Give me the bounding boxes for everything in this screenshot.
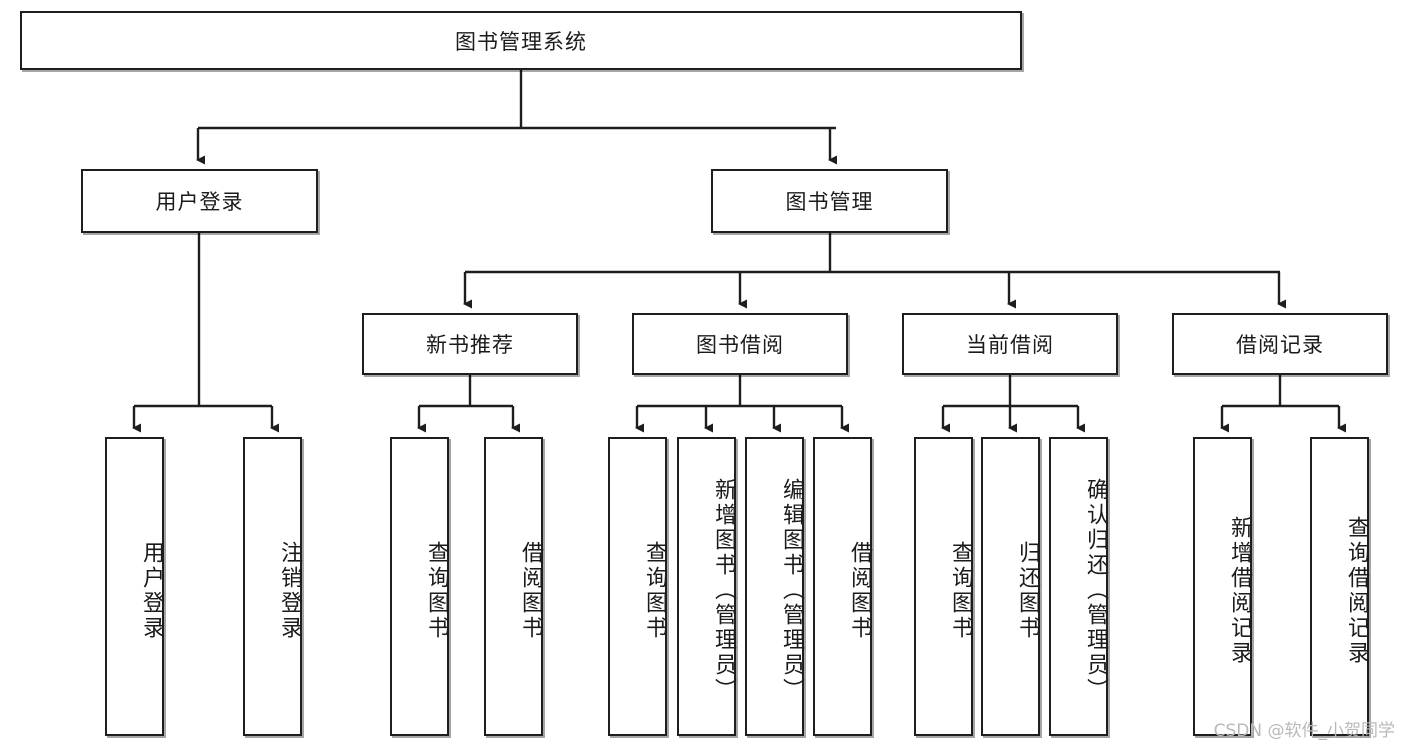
node-leaf-cur-confirm[interactable]: 确认归还（管理员） — [1049, 437, 1108, 736]
leaf-label: 查询图书 — [948, 540, 973, 641]
leaf-label: 借阅图书 — [847, 540, 872, 641]
node-leaf-rec-query2[interactable]: 查询借阅记录 — [1310, 437, 1369, 736]
node-borrow-record[interactable]: 借阅记录 — [1172, 313, 1388, 375]
node-leaf-rec-add[interactable]: 新增借阅记录 — [1193, 437, 1252, 736]
node-leaf-borrow-query[interactable]: 查询图书 — [608, 437, 667, 736]
node-leaf-borrow-edit[interactable]: 编辑图书（管理员） — [745, 437, 804, 736]
node-current-borrow[interactable]: 当前借阅 — [902, 313, 1118, 375]
node-book-borrow[interactable]: 图书借阅 — [632, 313, 848, 375]
leaf-label: 新增图书（管理员） — [711, 478, 736, 703]
leaf-label: 查询图书 — [642, 540, 667, 641]
leaf-label: 确认归还（管理员） — [1083, 478, 1108, 703]
node-leaf-user-login[interactable]: 用户登录 — [105, 437, 164, 736]
node-root[interactable]: 图书管理系统 — [20, 11, 1022, 70]
leaf-label: 借阅图书 — [518, 540, 543, 641]
node-new-book-rec[interactable]: 新书推荐 — [362, 313, 578, 375]
node-leaf-user-logout[interactable]: 注销登录 — [243, 437, 302, 736]
leaf-label: 查询借阅记录 — [1344, 515, 1369, 666]
watermark-text: CSDN @软件_小贺同学 — [1213, 721, 1395, 741]
leaf-label: 编辑图书（管理员） — [779, 478, 804, 703]
node-book-manage[interactable]: 图书管理 — [711, 169, 948, 233]
node-leaf-cur-return[interactable]: 归还图书 — [981, 437, 1040, 736]
node-leaf-rec-query[interactable]: 查询图书 — [390, 437, 449, 736]
leaf-label: 查询图书 — [424, 540, 449, 641]
leaf-label: 用户登录 — [139, 540, 164, 641]
node-leaf-rec-borrow[interactable]: 借阅图书 — [484, 437, 543, 736]
node-leaf-borrow-lend[interactable]: 借阅图书 — [813, 437, 872, 736]
node-leaf-borrow-add[interactable]: 新增图书（管理员） — [677, 437, 736, 736]
leaf-label: 归还图书 — [1015, 540, 1040, 641]
node-user-login[interactable]: 用户登录 — [81, 169, 318, 233]
leaf-label: 新增借阅记录 — [1227, 515, 1252, 666]
leaf-label: 注销登录 — [277, 540, 302, 641]
node-leaf-cur-query[interactable]: 查询图书 — [914, 437, 973, 736]
